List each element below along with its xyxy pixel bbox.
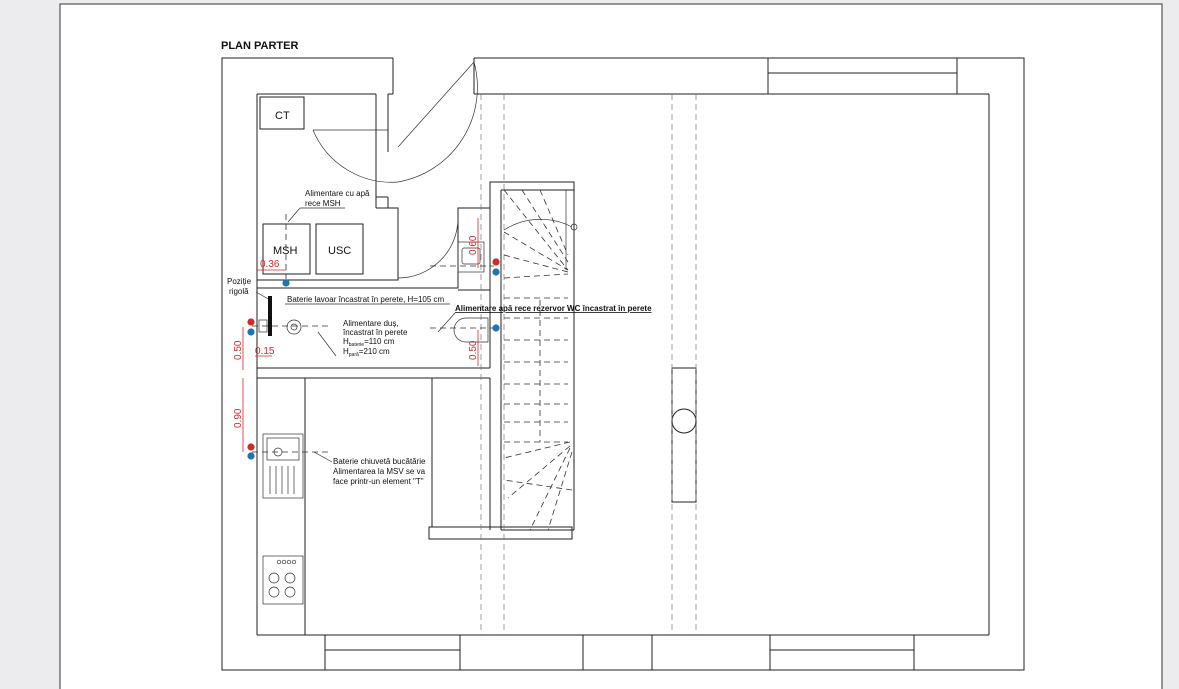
- hot-water-point: [492, 258, 500, 266]
- msh-feed-label-1: Alimentare cu apă: [305, 189, 370, 198]
- dim-0-90: 0.90: [233, 408, 244, 428]
- ct-label: CT: [275, 110, 290, 122]
- stove: [262, 555, 304, 605]
- dim-0-15: 0.15: [255, 346, 275, 357]
- staircase: [503, 189, 578, 531]
- shower-label-4-h: H: [343, 347, 349, 356]
- usc-label: USC: [328, 245, 351, 257]
- shower-label-3-sub: baterie: [349, 342, 365, 348]
- shower-valve: [258, 319, 268, 333]
- msh-box: [262, 223, 311, 275]
- kitchen-sink-label-2: Alimentarea la MSV se va: [333, 467, 426, 476]
- gutter-label-1: Poziție: [227, 277, 252, 286]
- hot-water-point: [247, 318, 255, 326]
- shower-label-2: încastrat în perete: [342, 328, 408, 337]
- interior-walls: [257, 93, 697, 635]
- msh-feed-label-2: rece MSH: [305, 199, 341, 208]
- kitchen-sink-label-3: face printr-un element "T": [333, 477, 424, 486]
- toilet: [453, 317, 489, 343]
- shower-label-3-val: =110 cm: [364, 337, 395, 346]
- leader-line: [287, 207, 301, 223]
- wc-sink: [461, 247, 481, 265]
- shower-drain-inner: [290, 323, 298, 331]
- shower-drain: [286, 319, 302, 335]
- usc-box: [315, 223, 364, 275]
- dim-0-50-wc: 0.50: [468, 340, 479, 360]
- plan-title: PLAN PARTER: [221, 40, 298, 52]
- dim-0-60: 0.60: [468, 235, 479, 255]
- gutter-drain: [268, 296, 272, 336]
- stove-burners: [268, 572, 296, 598]
- leader-line: [255, 291, 271, 301]
- stove-knobs: [276, 559, 297, 565]
- wc-box: [457, 241, 485, 273]
- gutter-label-2: rigolă: [229, 287, 249, 296]
- shower-label-3-h: H: [343, 337, 349, 346]
- kitchen-sink: [262, 433, 304, 499]
- cold-water-point: [282, 279, 290, 287]
- kitchen-sink-label-1: Baterie chiuvetă bucătărie: [333, 457, 426, 466]
- ct-box: [259, 96, 305, 130]
- kitchen-sink-basin: [266, 437, 300, 461]
- exterior-walls: [221, 57, 1025, 671]
- shower-label-4-val: =210 cm: [359, 347, 390, 356]
- wc-feed-label: Alimentare apă rece rezervor WC încastra…: [455, 304, 652, 313]
- page: [59, 3, 1163, 689]
- dim-0-36: 0.36: [260, 259, 280, 270]
- leader-line: [313, 451, 333, 463]
- hot-water-point: [247, 443, 255, 451]
- cold-water-point: [247, 328, 255, 336]
- shower-label-4-sub: pară: [349, 352, 359, 358]
- cold-water-point: [247, 452, 255, 460]
- shower-label-1: Alimentare duș,: [343, 319, 399, 328]
- bathroom-door: [397, 217, 459, 279]
- shower-label-3: Hbaterie=110 cm: [343, 337, 395, 348]
- entrance-door: [312, 61, 478, 183]
- dashed-guide-lines: [480, 94, 697, 635]
- leader-line: [437, 312, 456, 333]
- cold-water-point: [492, 324, 500, 332]
- shower-label-4: Hpară=210 cm: [343, 347, 390, 358]
- msh-label: MSH: [273, 245, 298, 257]
- leader-line: [317, 331, 337, 357]
- dim-0-50: 0.50: [233, 340, 244, 360]
- sink-drainboard: [269, 466, 295, 494]
- sink-tap-label: Baterie lavoar încastrat în perete, H=10…: [287, 295, 445, 304]
- cold-water-point: [492, 268, 500, 276]
